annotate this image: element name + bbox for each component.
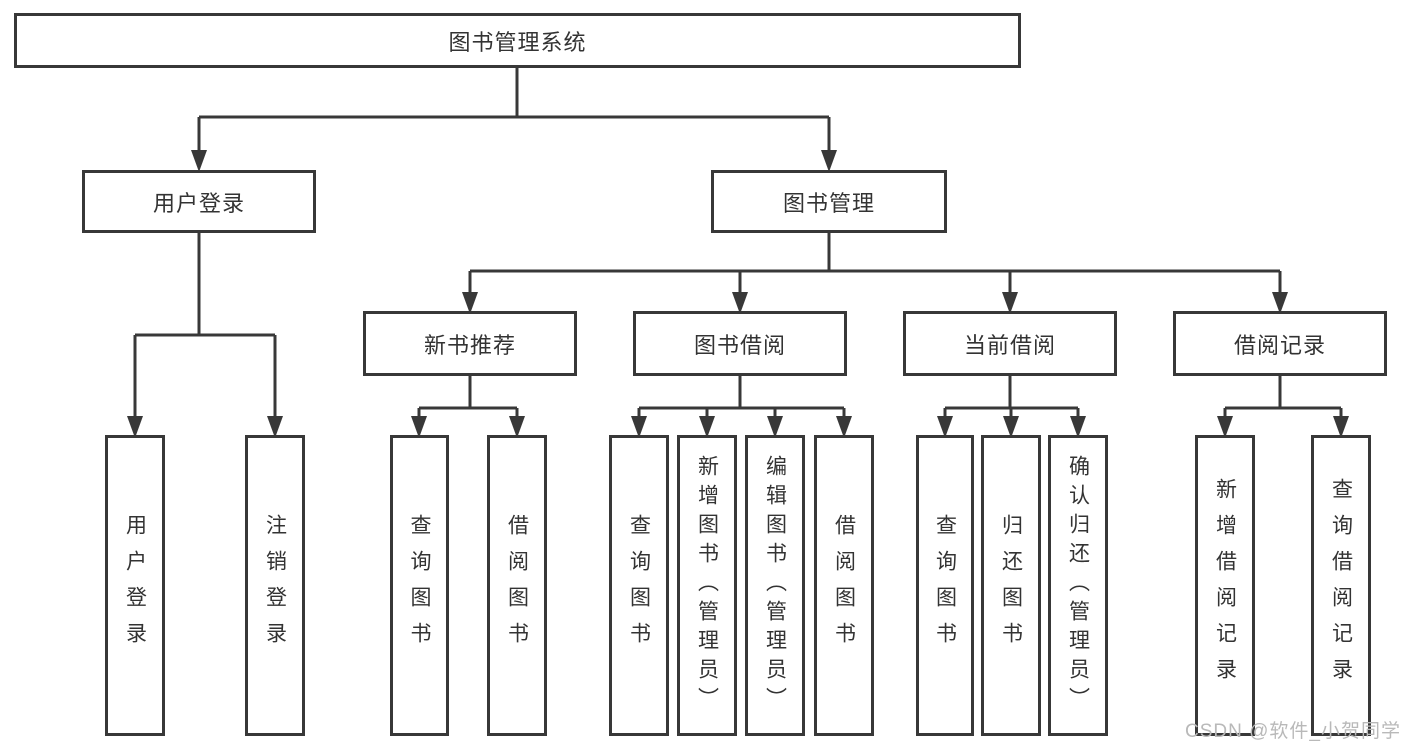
node-user-login: 用户登录 <box>82 170 316 233</box>
leaf-query-borrow-record: 查询借阅记录 <box>1311 435 1371 736</box>
leaf-query-books-borrowing: 查询图书 <box>609 435 669 736</box>
node-book-management: 图书管理 <box>711 170 947 233</box>
leaf-add-borrow-record: 新增借阅记录 <box>1195 435 1255 736</box>
node-new-book-recommend: 新书推荐 <box>363 311 577 376</box>
leaf-logout: 注销登录 <box>245 435 305 736</box>
node-borrowing-records: 借阅记录 <box>1173 311 1387 376</box>
leaf-query-books-current: 查询图书 <box>916 435 974 736</box>
leaf-query-books-recommend: 查询图书 <box>390 435 449 736</box>
leaf-user-login: 用户登录 <box>105 435 165 736</box>
leaf-borrow-books: 借阅图书 <box>814 435 874 736</box>
node-book-borrowing: 图书借阅 <box>633 311 847 376</box>
leaf-edit-books-admin: 编辑图书（管理员） <box>745 435 805 736</box>
leaf-confirm-return-admin: 确认归还（管理员） <box>1048 435 1108 736</box>
watermark: CSDN @软件_小贺同学 <box>1185 721 1401 742</box>
root-node-library-system: 图书管理系统 <box>14 13 1021 68</box>
node-current-borrowing: 当前借阅 <box>903 311 1117 376</box>
leaf-add-books-admin: 新增图书（管理员） <box>677 435 737 736</box>
leaf-return-books: 归还图书 <box>981 435 1041 736</box>
leaf-borrow-books-recommend: 借阅图书 <box>487 435 547 736</box>
